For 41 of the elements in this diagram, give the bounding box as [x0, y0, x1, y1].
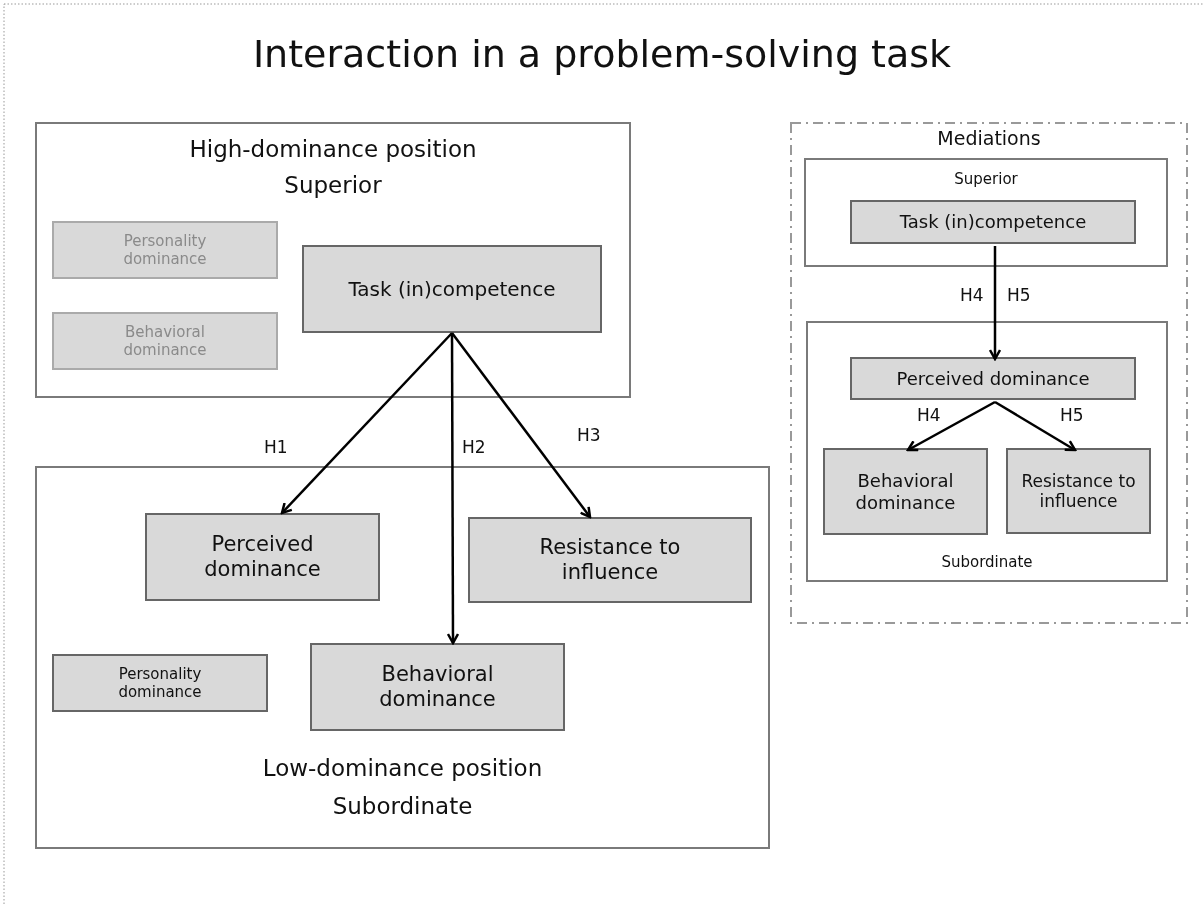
group-panel: [35, 466, 770, 849]
group-heading: Low-dominance position: [261, 755, 544, 783]
arrow: [446, 333, 460, 645]
diagram-title: Interaction in a problem-solving task: [251, 32, 953, 76]
box-label: Personality dominance: [117, 665, 203, 701]
box-label: Resistance to influence: [1020, 470, 1137, 512]
group-heading: Subordinate: [331, 793, 474, 821]
process-box: [302, 245, 602, 333]
group-panel: [790, 122, 1188, 624]
arrow: [451, 332, 592, 519]
group-heading: Superior: [283, 172, 383, 200]
faded-box: [52, 312, 278, 370]
group-heading: Mediations: [936, 127, 1042, 150]
box-label: Behavioral dominance: [854, 469, 957, 514]
process-box: [850, 200, 1136, 244]
arrow: [988, 246, 1002, 361]
arrow: [994, 400, 1077, 452]
group-heading: Superior: [953, 170, 1019, 188]
box-label: Behavioral dominance: [378, 661, 497, 713]
group-panel: [35, 122, 631, 398]
box-label: Behavioral dominance: [122, 323, 208, 359]
box-label: Personality dominance: [122, 232, 208, 268]
box-label: Perceived dominance: [203, 531, 322, 583]
process-box: [310, 643, 565, 731]
faded-box: [52, 221, 278, 279]
box-label: Perceived dominance: [895, 367, 1091, 390]
group-heading: Subordinate: [940, 553, 1034, 571]
process-box: [52, 654, 268, 712]
process-box: [823, 448, 988, 535]
box-label: Task (in)competence: [898, 211, 1088, 233]
group-heading: High-dominance position: [188, 136, 478, 164]
process-box: [850, 357, 1136, 400]
process-box: [1006, 448, 1151, 534]
arrow: [906, 400, 996, 452]
box-label: Resistance to influence: [538, 534, 682, 586]
process-box: [145, 513, 380, 601]
group-panel: [804, 158, 1168, 267]
group-panel: [806, 321, 1168, 582]
arrow: [280, 332, 453, 515]
box-label: Task (in)competence: [347, 277, 557, 301]
process-box: [468, 517, 752, 603]
